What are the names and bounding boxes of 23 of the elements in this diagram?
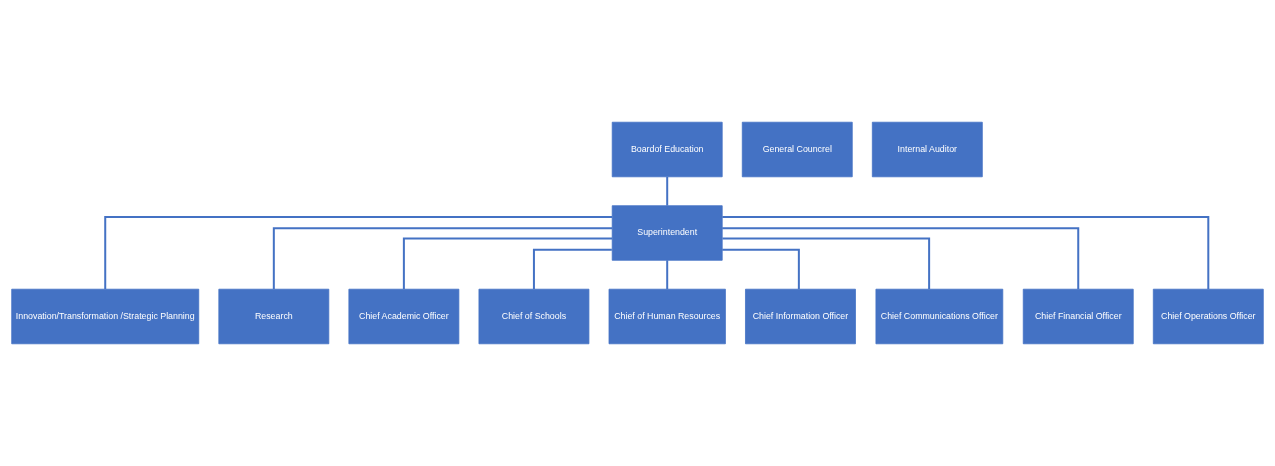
connector: [722, 227, 1080, 290]
connector: [666, 176, 669, 206]
connector: [402, 237, 612, 290]
node-box: Chief Information Officer: [745, 288, 856, 345]
node-box: Chief Academic Officer: [348, 288, 460, 345]
node-box: Innovation/Transformation /Strategic Planning: [11, 288, 200, 345]
node-box: Chief of Schools: [478, 288, 590, 345]
node-box: Internal Auditor: [871, 121, 983, 178]
connector: [532, 248, 612, 289]
node-box: General Councrel: [741, 121, 853, 178]
connector: [722, 248, 800, 289]
node-box: Chief of Human Resources: [608, 288, 726, 345]
connector: [666, 260, 669, 290]
connector: [722, 215, 1210, 290]
node-box: Chief Operations Officer: [1152, 288, 1264, 345]
node-box: Chief Financial Officer: [1022, 288, 1134, 345]
node-box: Research: [218, 288, 330, 345]
node-box: Boardof Education: [611, 121, 723, 178]
node-box: Chief Communications Officer: [875, 288, 1004, 345]
connector: [722, 237, 931, 290]
connector: [272, 227, 613, 290]
connector: [104, 215, 613, 290]
node-box: Superintendent: [611, 205, 723, 261]
